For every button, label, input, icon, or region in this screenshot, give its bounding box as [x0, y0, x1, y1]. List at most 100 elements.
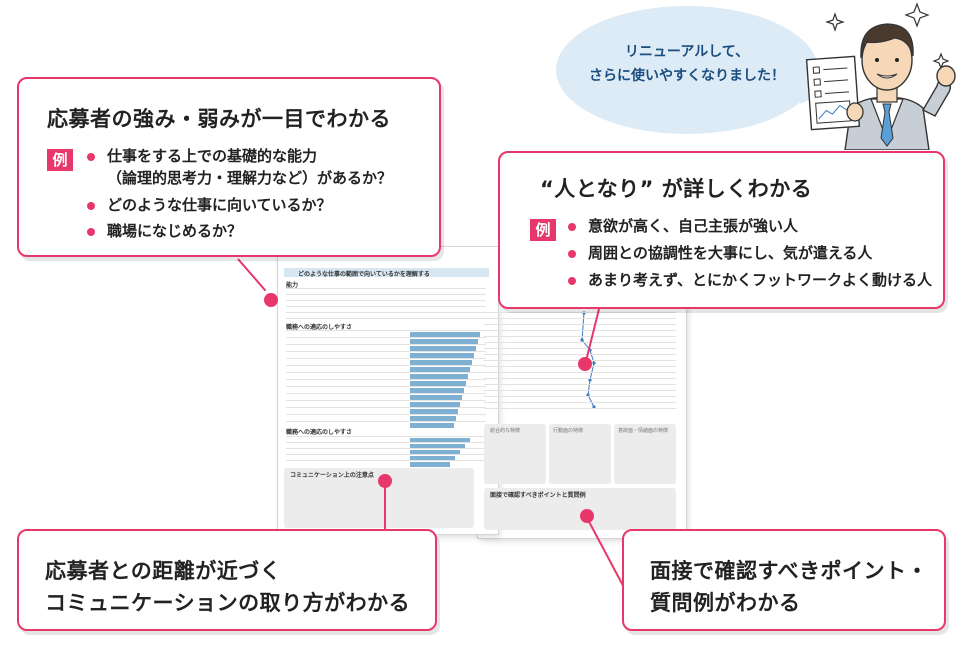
- ability-row-line: [286, 318, 486, 319]
- callout-personality: “人となり” が詳しくわかる 例 意欲が高く、自己主張が強い人 周囲との協調性を…: [498, 151, 945, 309]
- duty-bar: [410, 353, 474, 358]
- duty-row-line: [286, 407, 486, 408]
- pointer-dot-strengths: [264, 293, 278, 307]
- callout-communication: 応募者との距離が近づく コミュニケーションの取り方がわかる: [17, 529, 437, 631]
- summary-box-3-title: 意欲面・情緒面の特徴: [618, 428, 669, 434]
- fit-section-title: どのような仕事の範囲で向いているかを理解する: [298, 271, 430, 278]
- example-label: 例: [530, 219, 556, 241]
- duty-row-line: [286, 386, 486, 387]
- ability-row-line: [286, 312, 486, 313]
- duty-section-title-2: 職務への適応のしやすさ: [286, 429, 352, 436]
- personality-row-line: [484, 384, 676, 385]
- personality-row-line: [484, 372, 676, 373]
- duty-row-line: [286, 379, 486, 380]
- interview-box: [484, 488, 676, 530]
- fit-section-band: [284, 268, 489, 277]
- duty2-row-line: [286, 436, 486, 437]
- personality-item: 意欲が高く、自己主張が強い人: [568, 216, 932, 238]
- speech-bubble: リニューアルして、 さらに使いやすくなりました！: [556, 6, 818, 134]
- callout-strengths: 応募者の強み・弱みが一目でわかる 例 仕事をする上での基礎的な能力 （論理的思考…: [17, 77, 441, 257]
- duty-row-line: [286, 400, 486, 401]
- personality-row-line: [484, 330, 676, 331]
- duty-bar: [410, 367, 470, 372]
- duty-bar: [410, 402, 460, 407]
- businessman-illustration: [805, 2, 956, 150]
- duty-bar: [410, 423, 454, 428]
- callout-personality-title: “人となり” が詳しくわかる: [540, 177, 813, 201]
- duty-row-line: [286, 330, 486, 331]
- duty-bar: [410, 409, 458, 414]
- personality-row-line: [484, 318, 676, 319]
- duty-bar: [410, 381, 466, 386]
- personality-row-line: [484, 342, 676, 343]
- duty-bar: [410, 374, 468, 379]
- personality-item: 周囲との協調性を大事にし、気が遣える人: [568, 243, 932, 265]
- summary-box-3: [614, 424, 676, 484]
- ability-row-line: [286, 300, 486, 301]
- duty-section-title: 職務への適応のしやすさ: [286, 324, 352, 331]
- personality-list: 意欲が高く、自己主張が強い人 周囲との協調性を大事にし、気が遣える人 あまり考え…: [568, 216, 932, 296]
- ability-section-title: 能力: [286, 282, 299, 289]
- duty-bar: [410, 346, 476, 351]
- duty2-row-line: [286, 442, 486, 443]
- duty2-row-line: [286, 460, 486, 461]
- duty-row-line: [286, 393, 486, 394]
- duty-row-line: [286, 414, 486, 415]
- personality-row-line: [484, 336, 676, 337]
- duty-row-line: [286, 358, 486, 359]
- duty-row-line: [286, 365, 486, 366]
- personality-row-line: [484, 312, 676, 313]
- duty-row-line: [286, 344, 486, 345]
- connector-strengths: [237, 258, 267, 292]
- callout-interview-title-2: 質問例がわかる: [650, 591, 801, 615]
- duty-bar: [410, 332, 480, 337]
- duty-bar: [410, 360, 472, 365]
- callout-communication-title-1: 応募者との距離が近づく: [45, 559, 282, 583]
- duty-bar: [410, 416, 456, 421]
- personality-row-line: [484, 390, 676, 391]
- strengths-item: 職場になじめるか？: [87, 221, 392, 243]
- personality-row-line: [484, 324, 676, 325]
- ability-row-line: [286, 306, 486, 307]
- pointer-dot-interview: [580, 509, 594, 523]
- duty2-bar: [410, 462, 450, 467]
- ability-row-line: [286, 294, 486, 295]
- callout-communication-title-2: コミュニケーションの取り方がわかる: [45, 591, 411, 615]
- summary-box-2: [549, 424, 611, 484]
- summary-box-2-title: 行動面の特徴: [553, 428, 584, 434]
- duty-row-line: [286, 421, 486, 422]
- summary-box-1-title: 総合的な特徴: [490, 428, 521, 434]
- duty2-bar: [410, 450, 460, 455]
- personality-row-line: [484, 408, 676, 409]
- strengths-item: 仕事をする上での基礎的な能力 （論理的思考力・理解力など）があるか？: [87, 146, 392, 190]
- duty-bar: [410, 395, 462, 400]
- duty2-bar: [410, 444, 465, 449]
- ability-row-line: [286, 288, 486, 289]
- strengths-list: 仕事をする上での基礎的な能力 （論理的思考力・理解力など）があるか？ どのような…: [87, 146, 392, 248]
- callout-interview-title-1: 面接で確認すべきポイント・: [650, 559, 929, 583]
- callout-strengths-title: 応募者の強み・弱みが一目でわかる: [47, 107, 391, 131]
- strengths-item: どのような仕事に向いているか？: [87, 195, 392, 217]
- personality-row-line: [484, 402, 676, 403]
- duty2-row-line: [286, 454, 486, 455]
- duty2-bar: [410, 438, 470, 443]
- speech-bubble-line1: リニューアルして、: [624, 44, 750, 60]
- personality-row-line: [484, 378, 676, 379]
- personality-row-line: [484, 354, 676, 355]
- personality-row-line: [484, 348, 676, 349]
- pointer-dot-personality: [578, 357, 592, 371]
- callout-interview: 面接で確認すべきポイント・ 質問例がわかる: [622, 529, 946, 631]
- example-label: 例: [47, 149, 73, 171]
- comm-section-title: コミュニケーション上の注意点: [290, 472, 374, 479]
- duty-bar: [410, 388, 464, 393]
- interview-section-title: 面接で確認すべきポイントと質問例: [490, 492, 586, 499]
- duty-row-line: [286, 337, 486, 338]
- duty-bar: [410, 339, 478, 344]
- duty-row-line: [286, 372, 486, 373]
- pointer-dot-communication: [378, 474, 392, 488]
- personality-item: あまり考えず、とにかくフットワークよく動ける人: [568, 270, 932, 292]
- duty2-row-line: [286, 448, 486, 449]
- duty-row-line: [286, 351, 486, 352]
- summary-box-1: [484, 424, 546, 484]
- speech-bubble-line2: さらに使いやすくなりました！: [589, 68, 785, 84]
